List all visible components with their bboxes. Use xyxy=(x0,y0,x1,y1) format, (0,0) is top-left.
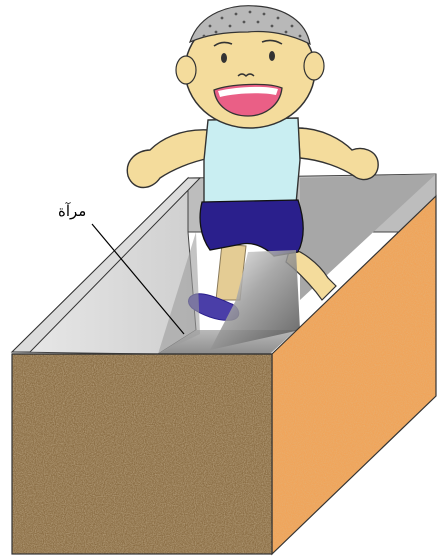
right-eye xyxy=(269,51,275,61)
left-ear xyxy=(176,56,196,84)
mirror-label: مرآة xyxy=(58,202,86,220)
box-front-face xyxy=(12,354,272,554)
left-eye xyxy=(221,53,227,63)
right-arm xyxy=(298,128,378,180)
right-ear xyxy=(304,52,324,80)
shorts xyxy=(200,200,303,256)
shirt xyxy=(204,118,300,206)
